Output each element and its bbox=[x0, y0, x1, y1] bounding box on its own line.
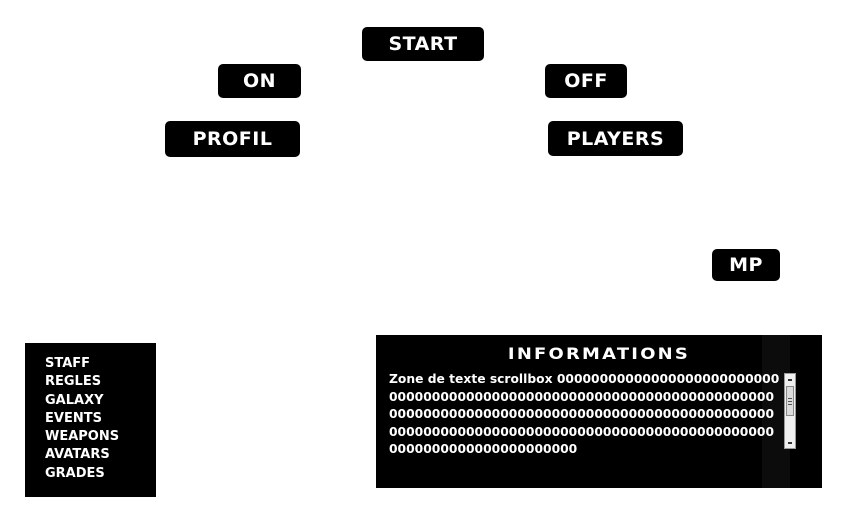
menu-item-grades[interactable]: GRADES bbox=[45, 465, 105, 481]
scroll-up-icon[interactable] bbox=[786, 375, 794, 384]
informations-title: INFORMATIONS bbox=[507, 344, 691, 363]
scroll-thumb[interactable] bbox=[786, 386, 794, 416]
nav-menu: STAFF REGLES GALAXY EVENTS WEAPONS AVATA… bbox=[25, 343, 156, 497]
players-button[interactable]: PLAYERS bbox=[548, 121, 683, 156]
off-button[interactable]: OFF bbox=[545, 64, 627, 98]
profil-button[interactable]: PROFIL bbox=[165, 121, 300, 157]
informations-panel: INFORMATIONS Zone de texte scrollbox 000… bbox=[376, 335, 822, 488]
informations-scrollbox-text[interactable]: Zone de texte scrollbox 0000000000000000… bbox=[389, 372, 780, 456]
menu-item-weapons[interactable]: WEAPONS bbox=[45, 429, 120, 445]
start-button[interactable]: START bbox=[362, 27, 484, 61]
menu-item-galaxy[interactable]: GALAXY bbox=[45, 392, 104, 408]
menu-item-events[interactable]: EVENTS bbox=[45, 410, 102, 426]
menu-item-avatars[interactable]: AVATARS bbox=[45, 447, 110, 463]
scroll-down-icon[interactable] bbox=[786, 438, 794, 447]
on-button[interactable]: ON bbox=[218, 64, 301, 98]
informations-scrollbar[interactable] bbox=[784, 373, 796, 449]
menu-item-staff[interactable]: STAFF bbox=[45, 356, 91, 371]
mp-button[interactable]: MP bbox=[712, 249, 780, 281]
menu-item-regles[interactable]: REGLES bbox=[45, 374, 102, 390]
